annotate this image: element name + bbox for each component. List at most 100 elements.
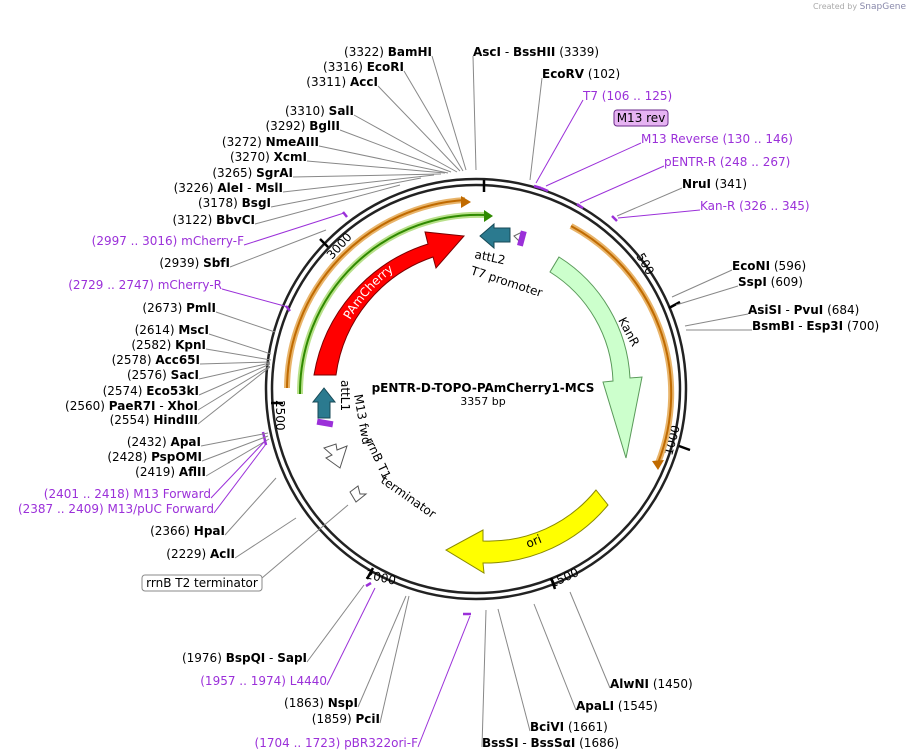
leader-line: [197, 366, 271, 425]
position-number: (609): [767, 275, 803, 289]
snapgene-logo: SnapGene: [859, 2, 906, 12]
enzyme-name: AflII: [179, 465, 206, 479]
site-label: M13 Reverse (130 .. 146): [641, 132, 793, 146]
position-number: (2673): [142, 301, 186, 315]
position-number: (3122): [172, 213, 216, 227]
position-number: (2997 .. 3016): [92, 234, 182, 248]
separator: -: [519, 736, 531, 750]
position-number: (3316): [323, 60, 367, 74]
leader-line: [205, 438, 270, 477]
rrnb-t1-feature-small: [349, 485, 368, 503]
leader-line: [199, 361, 271, 365]
position-number: (341): [711, 177, 747, 191]
primer-name: pBR322ori-F: [344, 736, 418, 750]
rrnb-t2-box: [141, 574, 263, 592]
site-label: (2419) AflII: [135, 465, 206, 479]
site-label: BssSI - BssSαI (1686): [482, 736, 619, 750]
position-number: (1859): [312, 712, 356, 726]
leader-line: [481, 609, 487, 748]
site-label: (3316) EcoRI: [323, 60, 404, 74]
position-number: (106 .. 125): [598, 89, 672, 103]
site-label: EcoNI (596): [732, 259, 806, 273]
enzyme-name: BamHI: [388, 45, 432, 59]
m13-rev-box: [613, 109, 669, 127]
leader-line: [497, 608, 531, 732]
leader-line: [318, 145, 449, 174]
rrnb-t2-label: rrnB T2 terminator: [146, 576, 258, 590]
tick-2500: 2500: [273, 400, 287, 431]
leader-line: [224, 477, 277, 536]
leader-line: [379, 595, 410, 724]
rrnb-t1-feature: [323, 443, 348, 469]
enzyme-name: NspI: [328, 696, 358, 710]
t7-promoter-label: T7 promoter: [468, 263, 544, 300]
position-number: (1704 .. 1723): [255, 736, 345, 750]
site-label: (1976) BspQI - SapI: [182, 651, 307, 665]
enzyme-name: XcmI: [274, 150, 307, 164]
leader-line: [198, 363, 271, 396]
enzyme-name: ApaI: [171, 435, 201, 449]
primer-name: M13/pUC Forward: [107, 502, 214, 516]
site-label: (2428) PspOMI: [107, 450, 202, 464]
enzyme-name: PvuI: [794, 303, 824, 317]
position-number: (102): [584, 67, 620, 81]
leader-line: [200, 432, 269, 447]
site-label: (2574) Eco53kI: [103, 384, 199, 398]
leader-line: [213, 443, 267, 514]
tick-2000: 2000: [364, 567, 397, 588]
leader-line: [326, 587, 376, 686]
enzyme-name: AleI: [217, 181, 243, 195]
site-label: (3270) XcmI: [230, 150, 307, 164]
enzyme-name: ApaLI: [576, 699, 614, 713]
enzyme-name: PaeR7I: [109, 399, 156, 413]
position-number: (3292): [266, 119, 310, 133]
backbone: [264, 177, 688, 601]
orange-arrow-head-top: [461, 196, 471, 208]
position-number: (3272): [222, 135, 266, 149]
site-label: (3122) BbvCI: [172, 213, 255, 227]
site-label: (3226) AleI - MslI: [174, 181, 283, 195]
leader-line: [208, 333, 272, 355]
position-number: (1686): [575, 736, 619, 750]
enzyme-name: PspOMI: [151, 450, 202, 464]
enzyme-name: SacI: [171, 368, 199, 382]
leader-line: [243, 212, 345, 246]
enzyme-name: MscI: [178, 323, 209, 337]
site-label: (3292) BglII: [266, 119, 341, 133]
enzyme-name: PciI: [356, 712, 381, 726]
separator: -: [265, 651, 277, 665]
primer-name: M13 Reverse: [641, 132, 719, 146]
site-label: (3322) BamHI: [344, 45, 432, 59]
leader-line: [198, 362, 271, 380]
enzyme-name: SspI: [738, 275, 767, 289]
site-label: AlwNI (1450): [610, 677, 693, 691]
position-number: (2614): [135, 323, 179, 337]
m13-rev-site: [517, 230, 527, 247]
site-label: (3272) NmeAIII: [222, 135, 319, 149]
position-ticks: [271, 180, 691, 590]
enzyme-name: HpaI: [194, 524, 225, 538]
position-number: (3311): [306, 75, 350, 89]
site-label: (2432) ApaI: [127, 435, 201, 449]
primer-name: M13 Forward: [133, 487, 211, 501]
site-label: NruI (341): [682, 177, 747, 191]
enzyme-name: Acc65I: [155, 353, 200, 367]
position-number: (2578): [112, 353, 156, 367]
enzyme-name: MslI: [255, 181, 283, 195]
leader-line: [234, 517, 297, 559]
leader-line: [671, 269, 733, 298]
enzyme-name: PmlI: [186, 301, 216, 315]
leader-line: [417, 615, 471, 748]
enzyme-name: BsmBI: [752, 319, 794, 333]
terminator-label: terminator: [378, 473, 438, 521]
primer-name: L4440: [290, 674, 327, 688]
enzyme-name: BssSI: [482, 736, 519, 750]
pamcherry-feature: [313, 231, 466, 376]
position-number: (2432): [127, 435, 171, 449]
site-label: AscI - BssHII (3339): [473, 45, 599, 59]
attl1-feature: [311, 387, 337, 419]
credit-prefix: Created by: [813, 2, 858, 11]
leader-line: [210, 439, 267, 499]
site-label: (2729 .. 2747) mCherry-R: [68, 278, 222, 292]
